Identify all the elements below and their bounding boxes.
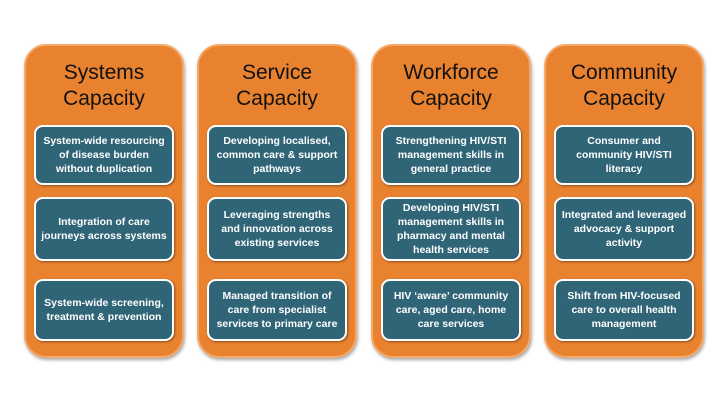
capacity-item-text: Integrated and leveraged advocacy & supp… (561, 209, 687, 249)
capacity-item-text: Leveraging strengths and innovation acro… (221, 209, 333, 249)
capacity-item: Shift from HIV-focused care to overall h… (554, 279, 694, 341)
capacity-item-text: Managed transition of care from speciali… (216, 290, 338, 330)
capacity-column: Workforce Capacity Strengthening HIV/STI… (371, 44, 531, 358)
column-title-line2: Capacity (63, 87, 145, 110)
capacity-item-text: System-wide resourcing of disease burden… (43, 135, 165, 175)
capacity-item: Integrated and leveraged advocacy & supp… (554, 197, 694, 261)
capacity-item: Developing localised, common care & supp… (207, 125, 347, 185)
capacity-item-text: Integration of care journeys across syst… (41, 216, 167, 242)
column-title-line2: Capacity (236, 87, 318, 110)
capacity-column: Service Capacity Developing localised, c… (197, 44, 357, 358)
column-title: Service Capacity (199, 60, 355, 112)
column-title: Workforce Capacity (373, 60, 529, 112)
column-title-line2: Capacity (410, 87, 492, 110)
capacity-item-text: Developing localised, common care & supp… (216, 135, 338, 175)
capacity-item-text: Strengthening HIV/STI management skills … (395, 135, 507, 175)
column-title: Community Capacity (546, 60, 702, 112)
capacity-item: System-wide resourcing of disease burden… (34, 125, 174, 185)
capacity-item: Managed transition of care from speciali… (207, 279, 347, 341)
capacity-item: Developing HIV/STI management skills in … (381, 197, 521, 261)
column-title: Systems Capacity (26, 60, 182, 112)
capacity-item: Integration of care journeys across syst… (34, 197, 174, 261)
capacity-column: Systems Capacity System-wide resourcing … (24, 44, 184, 358)
column-title-line1: Service (241, 61, 313, 84)
capacity-item: Consumer and community HIV/STI literacy (554, 125, 694, 185)
column-title-line1: Community (570, 61, 678, 84)
column-title-line2: Capacity (583, 87, 665, 110)
capacity-column: Community Capacity Consumer and communit… (544, 44, 704, 358)
capacity-item-text: Consumer and community HIV/STI literacy (576, 135, 672, 175)
capacity-item-text: Shift from HIV-focused care to overall h… (567, 290, 681, 330)
capacity-item-text: System-wide screening, treatment & preve… (44, 297, 164, 323)
capacity-item: Strengthening HIV/STI management skills … (381, 125, 521, 185)
capacity-item: HIV ‘aware’ community care, aged care, h… (381, 279, 521, 341)
capacity-item: Leveraging strengths and innovation acro… (207, 197, 347, 261)
column-title-line1: Workforce (403, 61, 499, 84)
capacity-item: System-wide screening, treatment & preve… (34, 279, 174, 341)
capacity-item-text: HIV ‘aware’ community care, aged care, h… (393, 290, 509, 330)
column-title-line1: Systems (63, 61, 145, 84)
capacity-item-text: Developing HIV/STI management skills in … (397, 202, 505, 256)
